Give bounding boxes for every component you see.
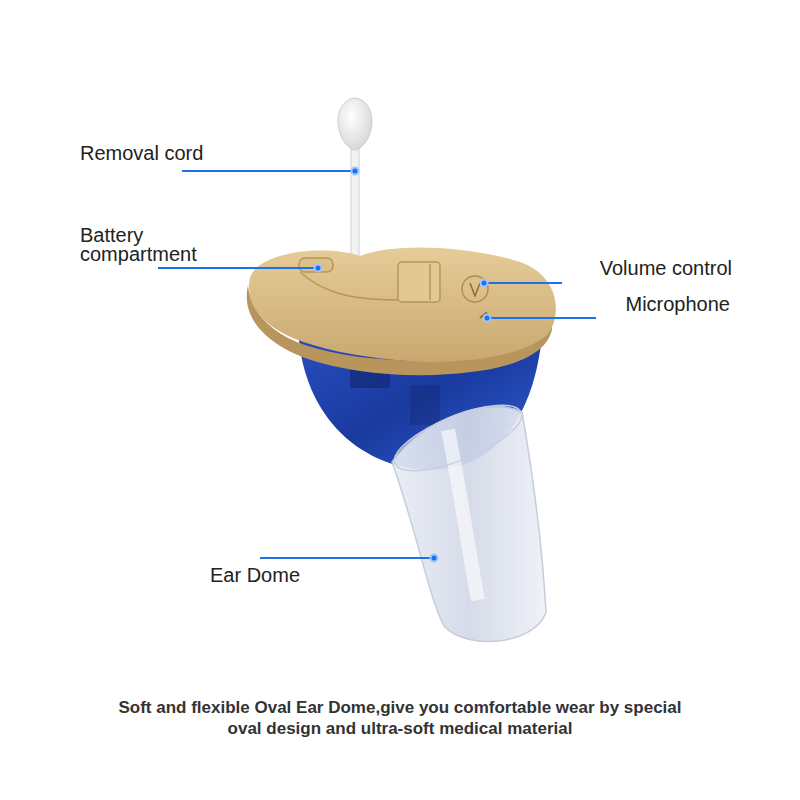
cord-tip <box>338 98 372 150</box>
leader-line <box>487 317 596 319</box>
leader-dot <box>352 168 359 175</box>
leader-line <box>484 282 562 284</box>
leader-dot <box>481 280 488 287</box>
part-label: Volume control <box>532 259 732 278</box>
volume-wheel <box>462 276 488 302</box>
battery-door-tab <box>299 258 333 272</box>
leader-dot <box>431 555 438 562</box>
part-label: Battery compartment <box>80 226 230 264</box>
leader-line <box>182 170 355 172</box>
battery-door-line <box>429 264 431 300</box>
volume-symbol <box>470 283 480 296</box>
faceplate <box>249 247 556 362</box>
leader-dot <box>315 265 322 272</box>
battery-door-seam <box>300 272 398 300</box>
leader-line <box>260 557 434 559</box>
part-label: Microphone <box>530 295 730 314</box>
battery-door <box>398 262 440 302</box>
part-label: Ear Dome <box>210 566 370 585</box>
caption: Soft and flexible Oval Ear Dome,give you… <box>100 697 700 739</box>
leader-line <box>158 267 318 269</box>
leader-dot <box>484 315 491 322</box>
part-label: Removal cord <box>80 144 280 163</box>
dome-rim <box>387 392 530 484</box>
removal-cord <box>351 138 359 270</box>
ear-dome <box>392 407 546 642</box>
shell-component <box>410 385 440 425</box>
